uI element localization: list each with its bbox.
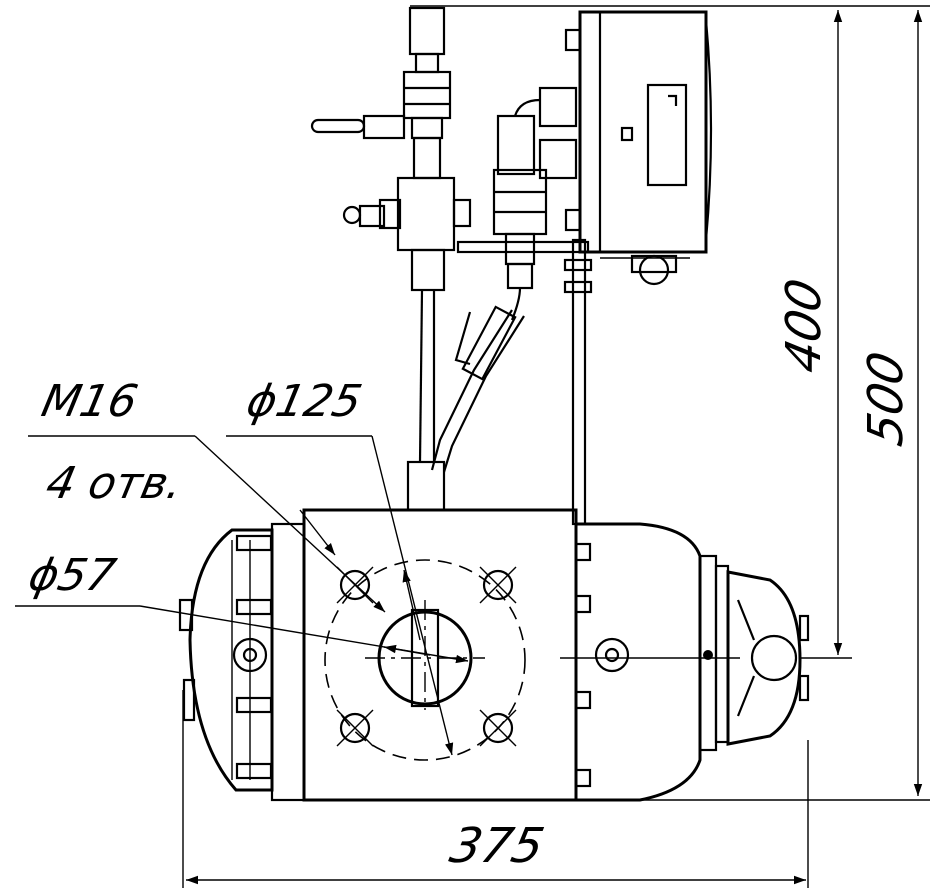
instrument-tube: [430, 305, 525, 473]
holes-label: 4 отв.: [42, 458, 187, 508]
actuator-left-cap: [178, 522, 306, 802]
height-400-label: 400: [776, 274, 831, 377]
actuator-right-body: [560, 522, 810, 802]
positioner-housing: [564, 10, 713, 286]
bolt-circle-label: ϕ125: [242, 376, 366, 426]
bore-label: ϕ57: [24, 550, 120, 600]
width-375-label: 375: [445, 818, 548, 873]
actuator-center-block: [302, 508, 578, 802]
mounting-bracket: [456, 238, 593, 526]
height-500-label: 500: [858, 347, 913, 450]
thread-label: M16: [37, 376, 142, 426]
pneumatic-fittings: [492, 86, 578, 321]
dimension-lines: [15, 5, 930, 888]
valve-stack: [310, 6, 472, 512]
dimension-labels: M16 4 отв. ϕ125 ϕ57 375 400 500: [24, 274, 914, 874]
